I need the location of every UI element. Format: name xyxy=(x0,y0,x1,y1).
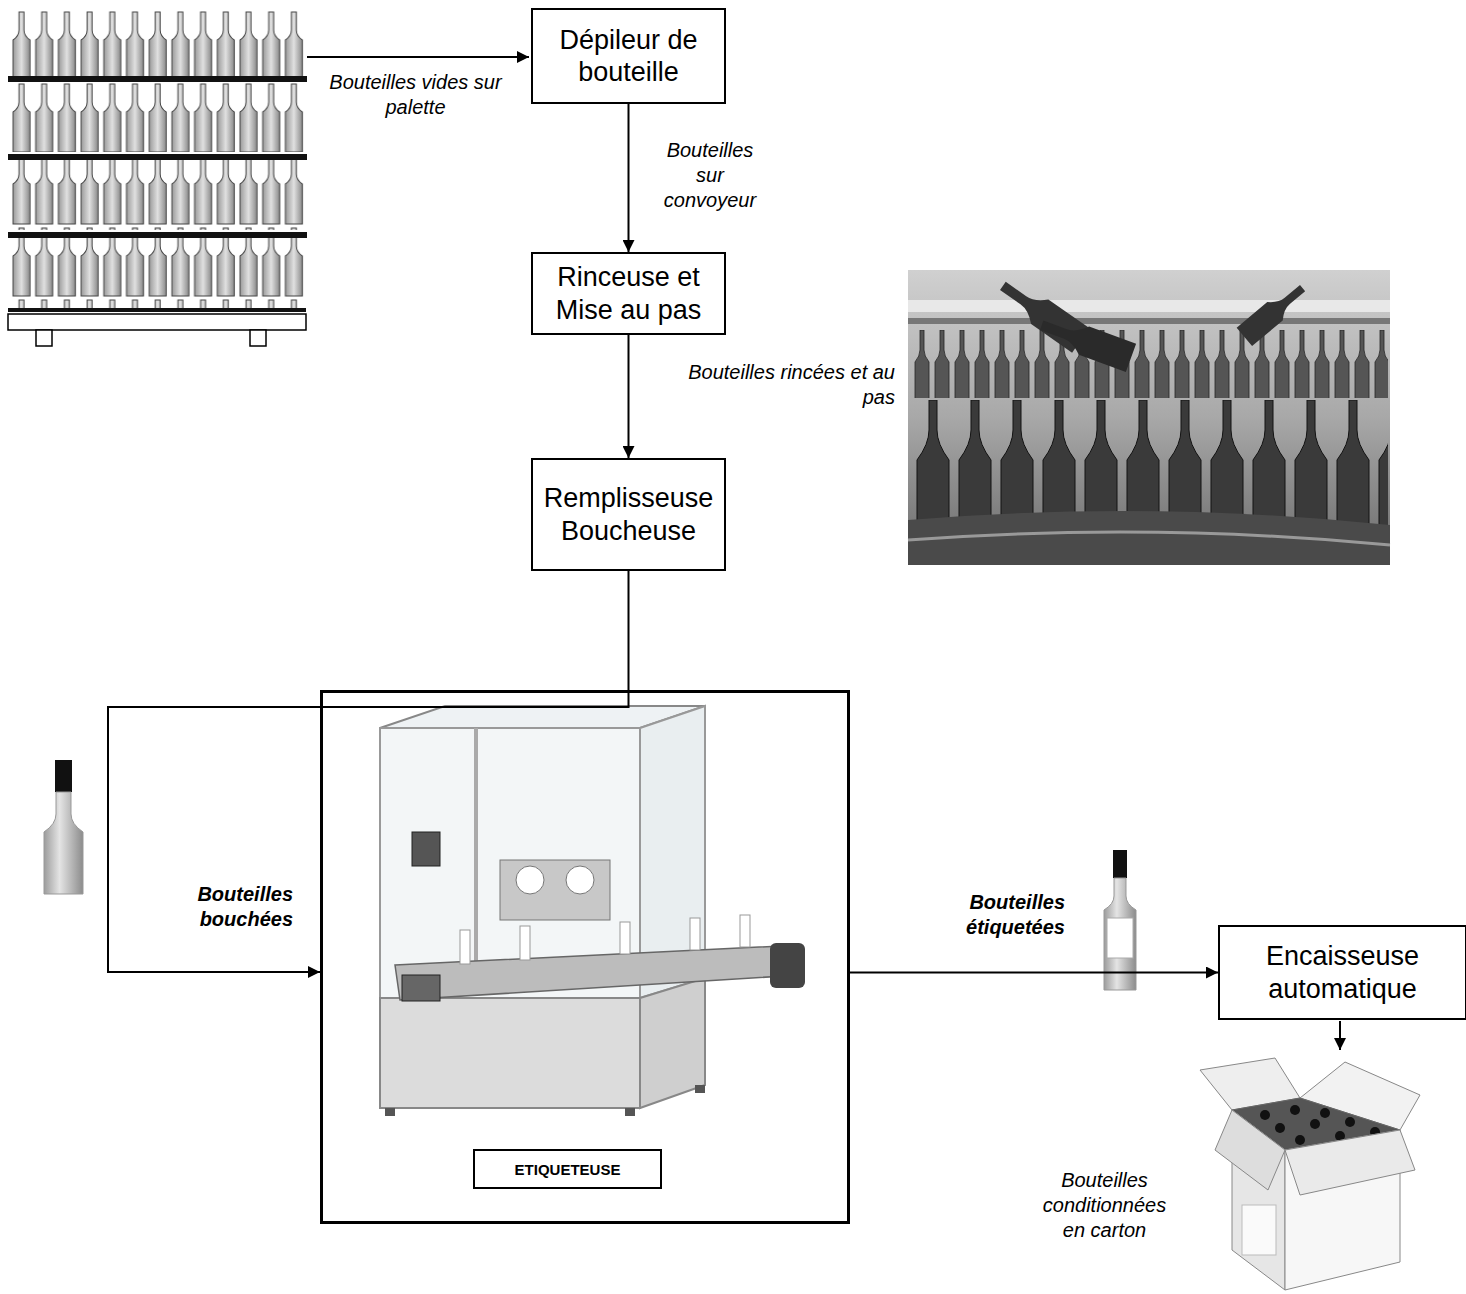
node-text: Remplisseuse Boucheuse xyxy=(539,482,718,547)
conveyor xyxy=(395,945,800,1000)
process-box: Remplisseuse Boucheuse xyxy=(531,458,726,571)
pallet-illustration xyxy=(8,10,307,346)
flow-label: Bouteilles bouchées xyxy=(158,882,293,932)
label-roll xyxy=(516,866,544,894)
machine-cabinet xyxy=(380,998,640,1108)
machine-rail xyxy=(908,300,1390,312)
bottle-body xyxy=(44,792,83,894)
pallet-shelf xyxy=(8,154,307,160)
bottle-top xyxy=(1310,1119,1320,1129)
labeller-illustration xyxy=(380,706,805,1116)
machine-name-tag: ETIQUETEUSE xyxy=(473,1149,662,1189)
labelled-bottle xyxy=(1104,850,1136,990)
machine-cabinet-side xyxy=(640,978,705,1108)
corked-bottle xyxy=(44,760,83,894)
machine-post xyxy=(474,728,478,995)
node-text: Dépileur de bouteille xyxy=(539,24,718,89)
node-text: Rinceuse et Mise au pas xyxy=(539,261,718,326)
bottle-top xyxy=(1275,1123,1285,1133)
bottle-row xyxy=(10,238,305,308)
bottle-row xyxy=(10,10,305,80)
machine-foot xyxy=(385,1108,395,1116)
bottle-top xyxy=(1295,1135,1305,1145)
small-bottle xyxy=(740,915,750,947)
bottle-row xyxy=(912,330,1388,398)
note-label: Bouteilles vides sur palette xyxy=(313,70,518,120)
tilted-bottle xyxy=(1037,311,1137,372)
star-wheel-edge xyxy=(908,532,1390,545)
star-wheel xyxy=(908,511,1390,565)
machine-screen xyxy=(412,832,440,866)
bottle-top xyxy=(1320,1108,1330,1118)
node-text: Encaisseuse automatique xyxy=(1226,940,1459,1005)
bottle-label xyxy=(1107,918,1133,958)
carton-flap xyxy=(1215,1110,1285,1190)
small-bottle xyxy=(690,918,700,950)
process-box: Dépileur de bouteille xyxy=(531,8,726,104)
bottle-top xyxy=(1345,1117,1355,1127)
flow-label: Bouteilles étiquetées xyxy=(925,890,1065,940)
touch-panel xyxy=(402,975,440,1001)
flow-arrow xyxy=(108,571,629,972)
bottle-cap xyxy=(1113,850,1127,878)
bottle-top xyxy=(1290,1105,1300,1115)
machine-rail xyxy=(908,318,1390,324)
machine-foot xyxy=(625,1108,635,1116)
carton-flap xyxy=(1285,1130,1415,1195)
carton-illustration xyxy=(1200,1058,1420,1290)
tilted-bottle xyxy=(1237,279,1311,346)
pallet-foot xyxy=(250,330,266,346)
pallet-foot xyxy=(36,330,52,346)
carton-print xyxy=(1242,1205,1276,1255)
conveyor-drive xyxy=(770,943,805,988)
rinser-photo xyxy=(908,270,1390,565)
note-label: Bouteilles conditionnées en carton xyxy=(1032,1168,1177,1243)
small-bottle xyxy=(460,930,470,964)
flow-arrow xyxy=(628,335,630,458)
bottle-row xyxy=(10,82,305,152)
machine-frame: ETIQUETEUSE xyxy=(320,690,850,1224)
machine-foot xyxy=(695,1085,705,1093)
output-arrow xyxy=(1339,1021,1341,1050)
pallet-shelf xyxy=(8,232,307,238)
small-bottle xyxy=(620,922,630,954)
pallet-shelf xyxy=(8,308,306,312)
label-roll xyxy=(566,866,594,894)
flow-arrow xyxy=(850,972,1218,974)
flow-arrow xyxy=(628,104,630,252)
supply-arrow xyxy=(307,56,529,58)
process-box: Encaisseuse automatique xyxy=(1218,925,1466,1020)
small-bottle xyxy=(520,926,530,960)
pallet-base xyxy=(8,314,306,330)
pallet-shelf xyxy=(8,76,307,82)
bottle-top xyxy=(1260,1110,1270,1120)
bottle-row xyxy=(10,160,305,230)
bottle-cap xyxy=(55,760,72,792)
photo-ground xyxy=(908,270,1390,565)
label-head xyxy=(500,860,610,920)
flow-label: Bouteilles rincées et au pas xyxy=(680,360,895,410)
flow-label: Bouteilles sur convoyeur xyxy=(655,138,765,213)
process-box: Rinceuse et Mise au pas xyxy=(531,252,726,335)
bottle-row xyxy=(912,400,1388,530)
